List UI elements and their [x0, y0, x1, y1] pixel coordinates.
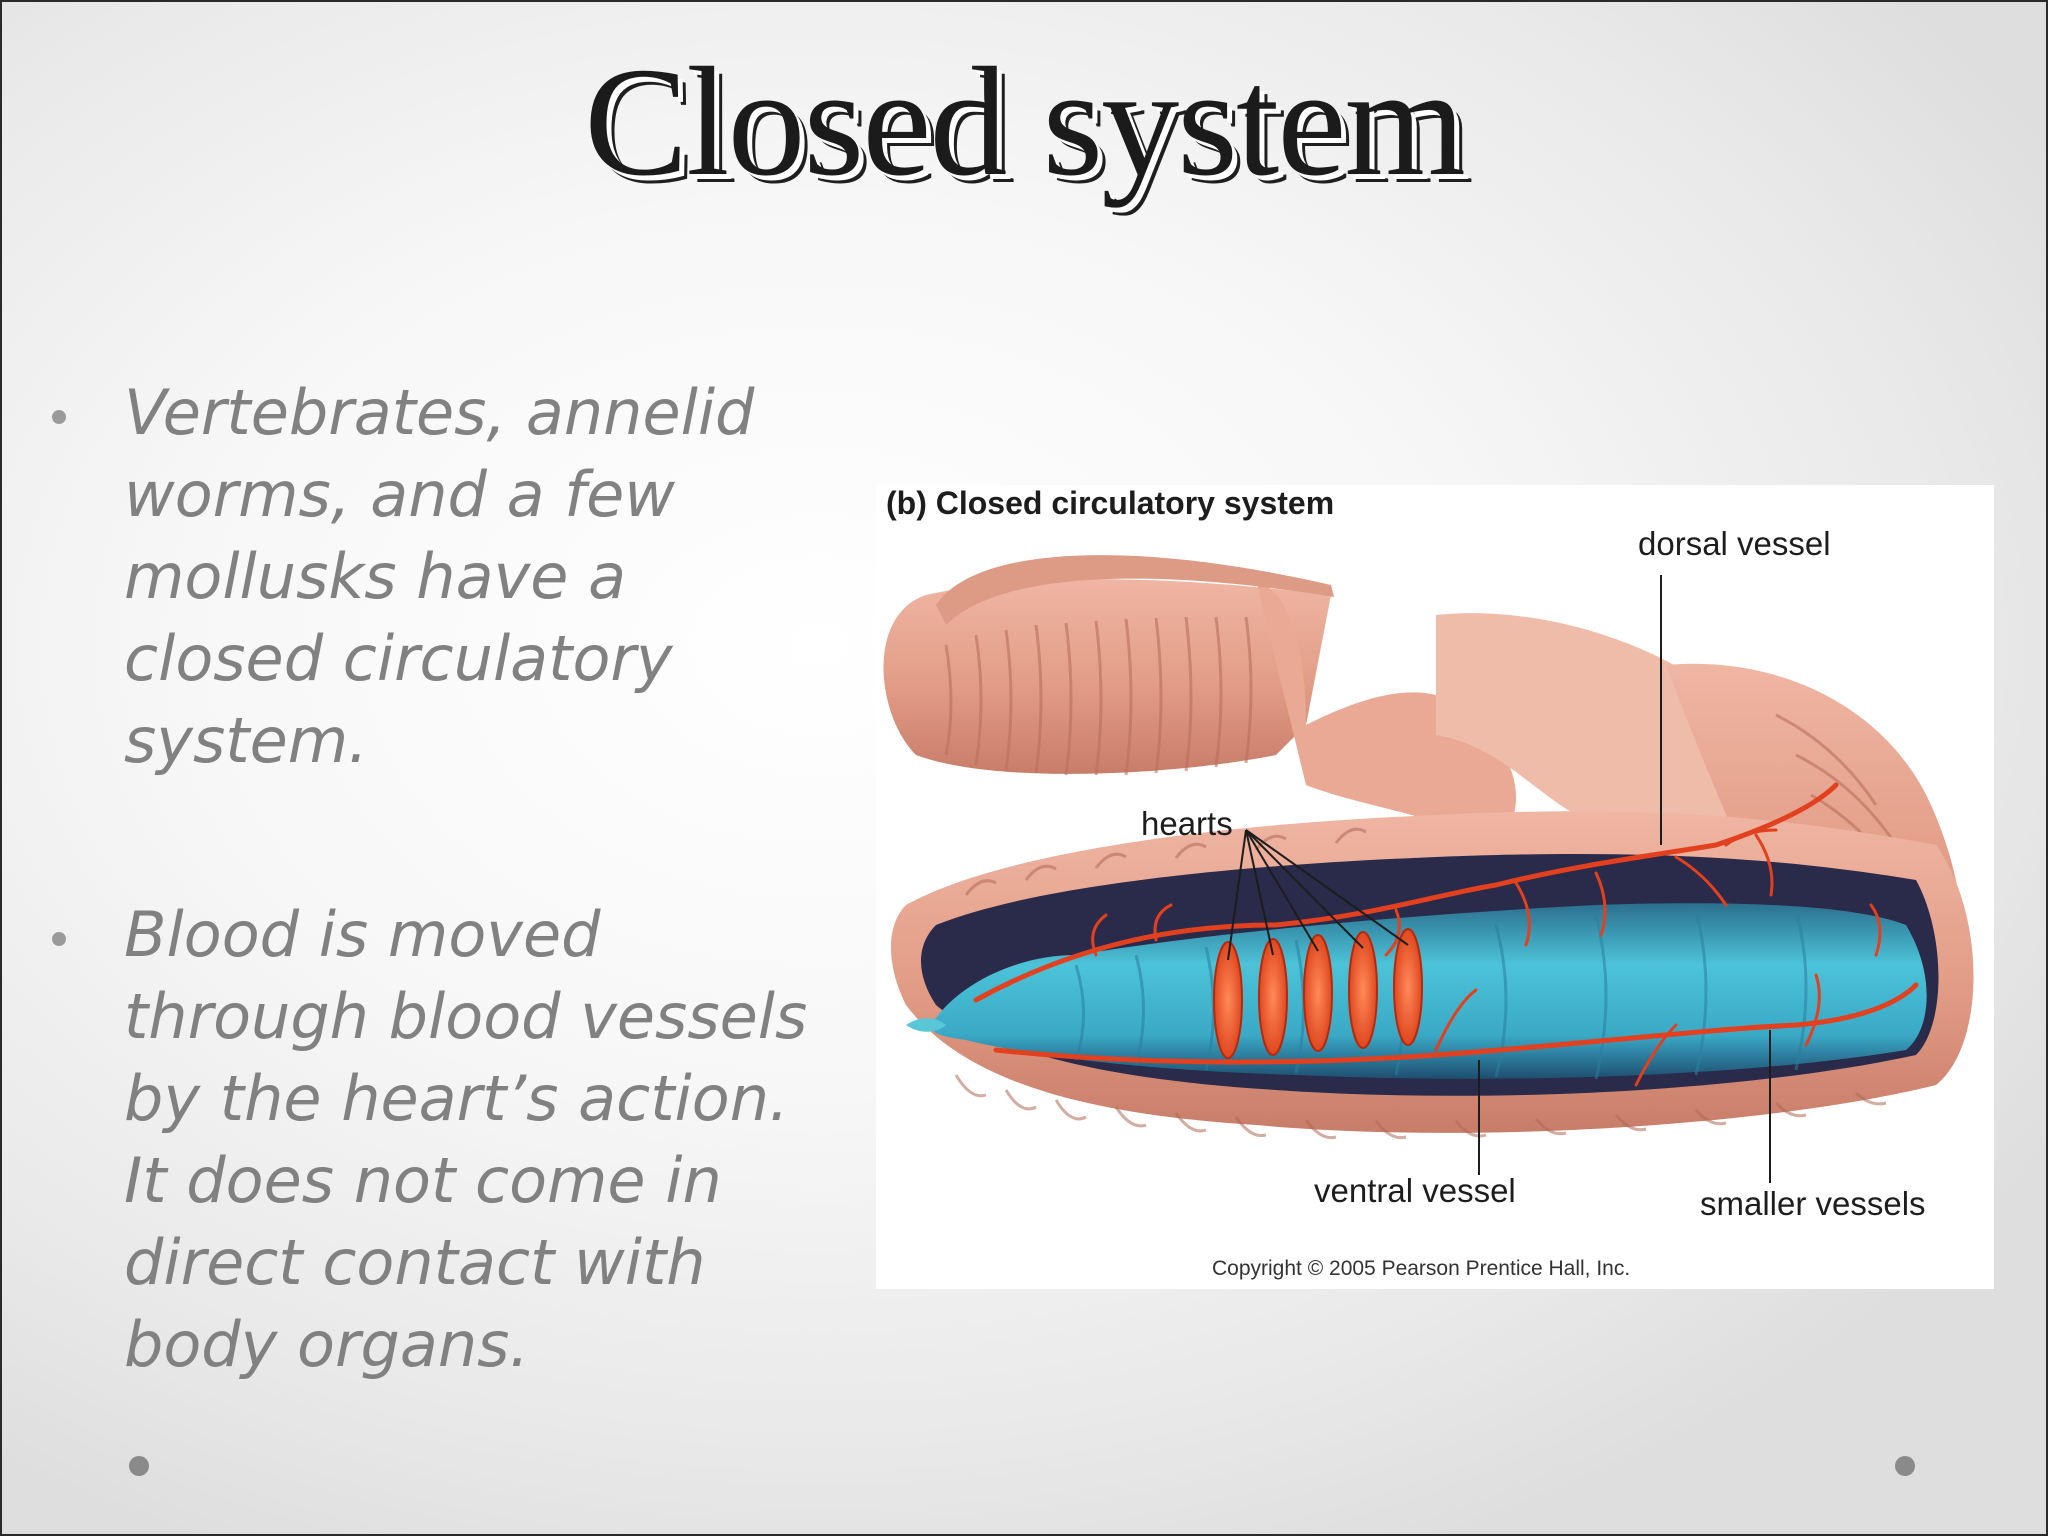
label-smaller-vessels: smaller vessels: [1700, 1185, 1926, 1222]
label-ventral-vessel: ventral vessel: [1314, 1172, 1516, 1209]
figure-caption: (b) Closed circulatory system: [886, 485, 1335, 521]
label-dorsal-vessel: dorsal vessel: [1638, 525, 1831, 562]
slide-title: Closed system: [584, 35, 1466, 208]
bullet-dot-icon: [52, 410, 66, 424]
worm-lower-body: [891, 811, 1974, 1140]
earthworm-illustration: [883, 555, 1974, 1183]
bullet-text: Blood is moved through blood vessels by …: [124, 898, 808, 1381]
figure-copyright: Copyright © 2005 Pearson Prentice Hall, …: [1212, 1257, 1631, 1280]
hearts-group: [1213, 928, 1423, 1059]
earthworm-figure: (b) Closed circulatory system dorsal ves…: [876, 485, 1994, 1289]
slide-corner-dot-left: [129, 1456, 149, 1476]
bullet-dot-icon: [52, 932, 66, 946]
label-leader-lines: [1227, 575, 1771, 1183]
blood-vessels: [973, 782, 1919, 1087]
bullet-text: Vertebrates, annelid worms, and a few mo…: [124, 376, 755, 777]
label-hearts: hearts: [1141, 805, 1233, 842]
slide-corner-dot-right: [1895, 1456, 1915, 1476]
